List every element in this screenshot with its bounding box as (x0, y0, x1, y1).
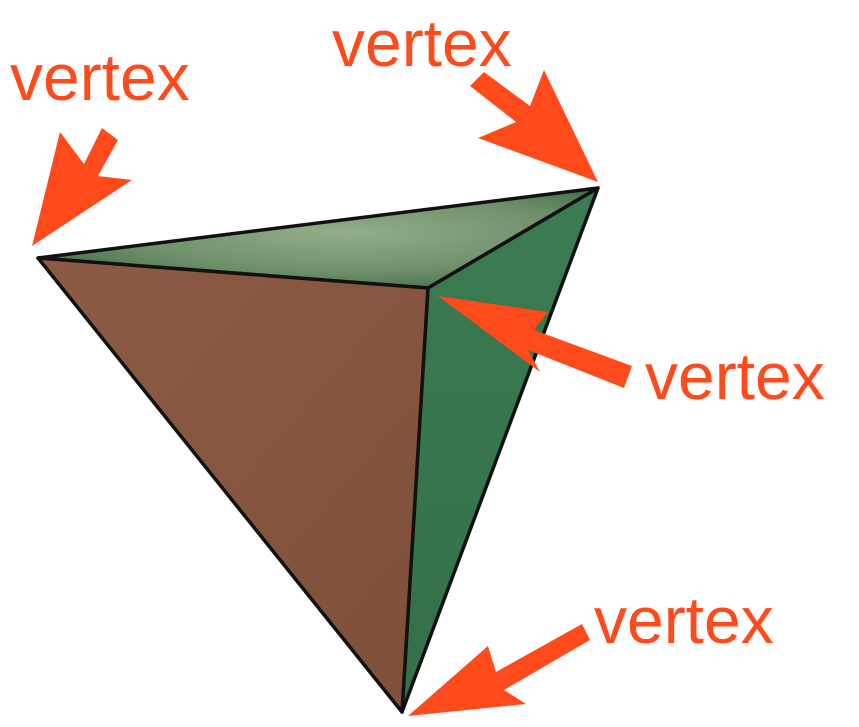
label-vertex-bottom-right: vertex (594, 583, 774, 657)
arrow-bottom (408, 624, 590, 716)
arrow-middle-right (438, 296, 632, 388)
arrow-top-right (470, 70, 598, 182)
label-vertex-top-left: vertex (10, 40, 190, 114)
front-face (36, 256, 430, 714)
pointer-arrows (32, 70, 632, 716)
label-vertex-top-right: vertex (332, 6, 512, 80)
arrow-top-left (32, 128, 132, 246)
label-vertex-middle-right: vertex (645, 339, 825, 413)
tetrahedron (36, 186, 600, 714)
